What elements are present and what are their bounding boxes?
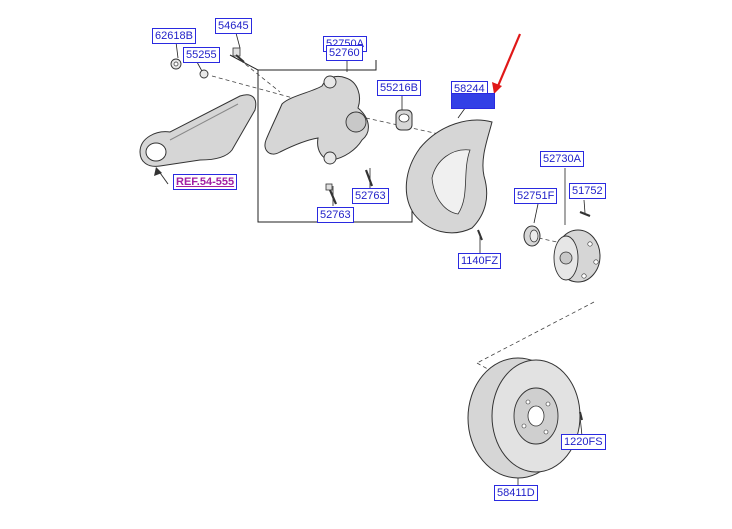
bolt-54645 xyxy=(232,47,245,63)
wheel-hub xyxy=(553,229,601,283)
part-label-55255[interactable]: 55255 xyxy=(183,47,220,63)
group-outline xyxy=(229,54,413,223)
part-label-58411D[interactable]: 58411D xyxy=(494,485,538,501)
red-arrow-line xyxy=(496,33,522,87)
bolt-52763-a xyxy=(364,169,374,187)
red-arrow-head xyxy=(492,82,502,94)
ref-label-54-555[interactable]: REF.54-555 xyxy=(173,174,238,190)
part-label-55216B[interactable]: 55216B xyxy=(377,80,421,96)
group-outline-top xyxy=(258,60,377,71)
part-label-52751F[interactable]: 52751F xyxy=(514,188,558,204)
part-label-52763-b[interactable]: 52763 xyxy=(317,207,354,223)
knuckle xyxy=(264,75,369,165)
part-label-51752[interactable]: 51752 xyxy=(569,183,606,199)
trailing-arm xyxy=(139,94,257,167)
nut-55255 xyxy=(199,69,209,79)
part-label-52730A[interactable]: 52730A xyxy=(540,151,584,167)
bushing-55216B xyxy=(395,109,413,131)
screw-1220FS xyxy=(579,411,583,421)
bolt-1140FZ xyxy=(477,229,483,241)
part-label-52760[interactable]: 52760 xyxy=(326,45,363,61)
part-label-1140FZ[interactable]: 1140FZ xyxy=(458,253,502,269)
part-label-54645[interactable]: 54645 xyxy=(215,18,252,34)
part-label-58243A[interactable]: 58243A xyxy=(451,93,495,109)
nut-62618B xyxy=(170,58,182,70)
brake-disc xyxy=(467,357,581,479)
ref-arrow-head xyxy=(154,167,162,176)
part-label-62618B[interactable]: 62618B xyxy=(152,28,196,44)
hub-cap xyxy=(523,225,541,247)
part-label-52763-a[interactable]: 52763 xyxy=(352,188,389,204)
bolt-52763-b xyxy=(325,183,338,205)
dust-shield xyxy=(405,119,493,234)
bolt-51752 xyxy=(579,210,591,218)
part-label-1220FS[interactable]: 1220FS xyxy=(561,434,606,450)
